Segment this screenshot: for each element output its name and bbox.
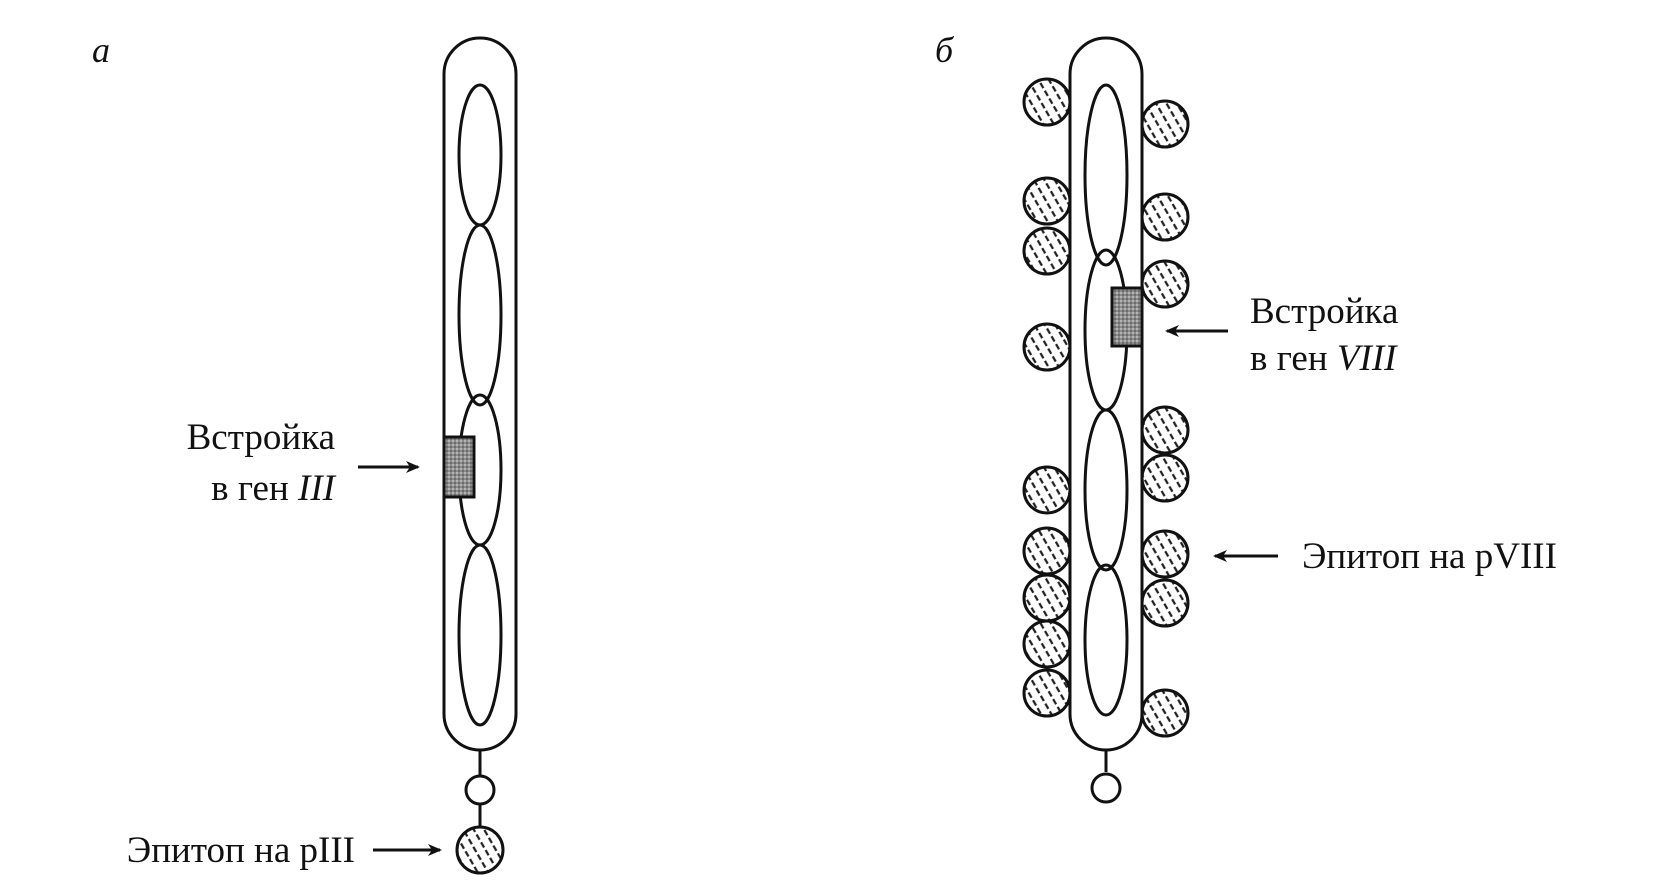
phage-a-body	[442, 36, 518, 752]
panel-b: б	[935, 30, 1557, 804]
genome-segment	[1083, 563, 1129, 717]
pviii-epitopes-left	[1022, 77, 1072, 718]
gene-iii-insert-box	[442, 435, 476, 499]
insert-label-a-line2: в ген III	[211, 468, 337, 509]
phage-b-tail	[1090, 750, 1122, 804]
genome-segment	[457, 543, 503, 727]
gene-viii-insert-box	[1110, 286, 1144, 348]
phage-b-capsule	[1068, 36, 1144, 752]
epitope-circle	[1140, 688, 1190, 738]
epitope-circle	[455, 825, 505, 875]
panel-a-letter: а	[92, 30, 110, 70]
epitope-circle	[1140, 529, 1190, 579]
piii-protein-circle	[464, 774, 496, 806]
epitope-circle	[1140, 192, 1190, 242]
epitope-circle	[1022, 619, 1072, 669]
epitope-circle	[1022, 526, 1072, 576]
genome-segment	[457, 83, 503, 227]
panel-a: а Встройка в ген III Эпитоп на pIII	[92, 30, 518, 875]
epitope-circle	[1140, 259, 1190, 309]
epitope-circle	[1140, 99, 1190, 149]
panel-b-letter: б	[935, 30, 955, 70]
gene-viii-label: VIII	[1337, 338, 1398, 379]
insert-label-a-prefix: в ген	[211, 468, 298, 509]
insert-label-b-line1: Встройка	[1250, 291, 1398, 332]
gene-iii-label: III	[297, 468, 337, 509]
epitope-circle	[1140, 453, 1190, 503]
epitope-circle	[1022, 573, 1072, 623]
insert-label-b-line2: в ген VIII	[1250, 338, 1398, 379]
epitope-circle	[1022, 226, 1072, 276]
epitope-circle	[1022, 465, 1072, 515]
epitope-circle	[1022, 77, 1072, 127]
genome-segment	[457, 223, 503, 407]
phage-b-body	[1068, 36, 1144, 752]
epitope-circle	[1022, 176, 1072, 226]
epitope-circle	[1022, 322, 1072, 372]
epitope-label-b: Эпитоп на pVIII	[1302, 536, 1557, 577]
piii-tail	[455, 750, 505, 875]
pviii-epitopes-right	[1140, 99, 1190, 738]
insert-label-b-prefix: в ген	[1250, 338, 1337, 379]
epitope-circle	[1140, 405, 1190, 455]
epitope-circle	[1140, 578, 1190, 628]
epitope-label-a: Эпитоп на pIII	[127, 830, 355, 871]
epitope-circle	[1022, 668, 1072, 718]
piii-protein-circle	[1090, 772, 1122, 804]
insert-label-a-line1: Встройка	[187, 417, 335, 458]
genome-segment	[1083, 83, 1129, 267]
genome-segment	[1083, 408, 1129, 572]
